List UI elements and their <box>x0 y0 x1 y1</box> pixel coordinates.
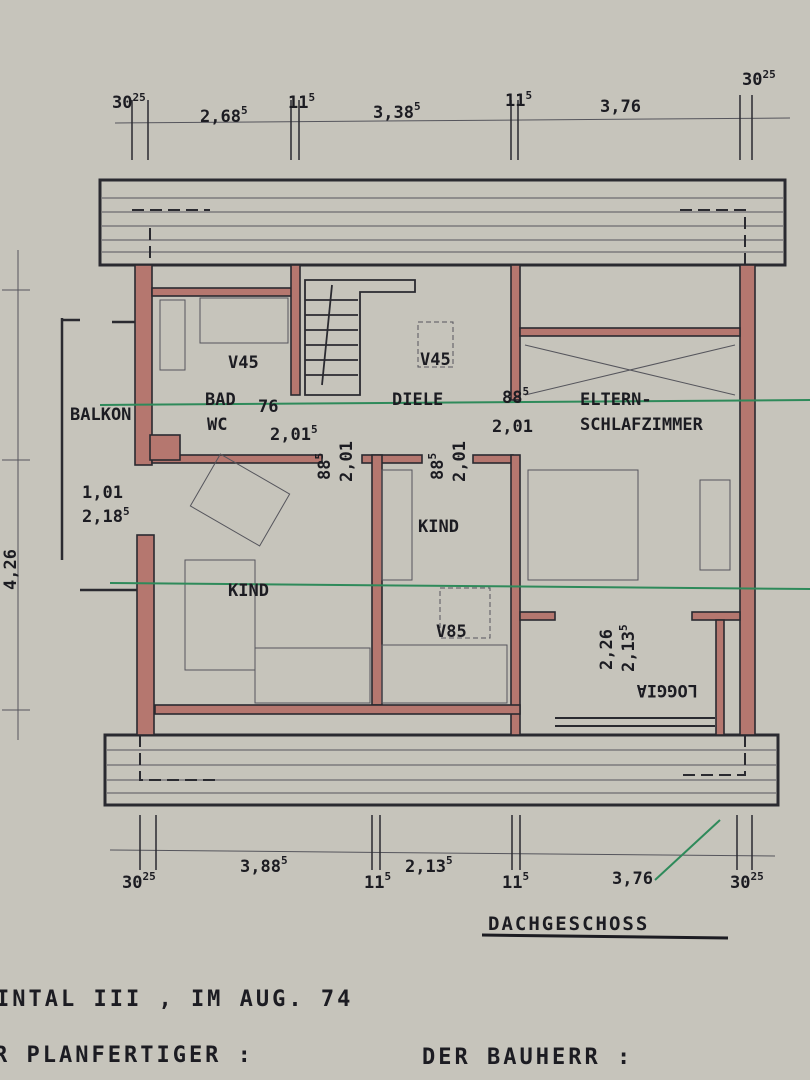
kind2-door-width: 885 <box>426 453 448 480</box>
room-labels: V45 BAD WC V45 DIELE ELTERN- SCHLAFZIMME… <box>70 350 704 700</box>
bad-door-width: 76 <box>258 397 278 417</box>
top-dimension-line <box>114 95 791 160</box>
room-loggia-label: LOGGIA <box>637 680 698 700</box>
plan-title: DACHGESCHOSS <box>488 913 649 935</box>
door-dimension-labels: 76 2,015 885 2,01 885 2,01 885 2,01 1,01… <box>82 385 639 672</box>
eltern-door-width: 885 <box>502 385 529 408</box>
dim-label: 3,385 <box>373 100 421 123</box>
dim-label: 115 <box>502 870 529 893</box>
dim-label: 2,685 <box>200 104 248 127</box>
top-dimension-labels: 3025 2,685 115 3,385 115 3,76 3025 <box>112 68 776 127</box>
dim-label: 2,135 <box>405 854 453 877</box>
planner-signature-label: R PLANFERTIGER : <box>0 1043 254 1068</box>
room-bad-label: BAD <box>205 390 236 410</box>
bottom-dimension-line <box>109 815 776 870</box>
kind1-door-width: 885 <box>313 453 335 480</box>
kind-window-label: V85 <box>436 622 467 642</box>
eltern-door-height: 2,01 <box>492 417 533 437</box>
furniture <box>159 297 736 727</box>
footer: INTAL III , IM AUG. 74 R PLANFERTIGER : … <box>0 987 633 1070</box>
room-schlafzimmer-label: SCHLAFZIMMER <box>580 415 704 435</box>
room-kind-2-label: KIND <box>418 517 459 537</box>
dim-label: 3,76 <box>612 869 653 889</box>
dim-label: 3,76 <box>600 97 641 117</box>
bad-door-height: 2,015 <box>270 423 318 445</box>
room-diele-label: DIELE <box>392 390 443 410</box>
bottom-dimension-labels: 3025 3,885 115 2,135 115 3,76 3025 <box>122 854 764 893</box>
loggia-door-width: 2,26 <box>597 629 617 670</box>
bad-window-label: V45 <box>228 353 259 373</box>
roof-overhang-bottom <box>103 733 780 807</box>
diele-window-label: V45 <box>420 350 451 370</box>
loggia-door-height: 2,135 <box>617 624 639 672</box>
dim-label: 3025 <box>730 870 764 893</box>
room-wc-label: WC <box>207 415 227 435</box>
balkon-label: BALKON <box>70 405 131 425</box>
kind1-door-height: 2,01 <box>337 441 357 482</box>
roof-overhang-top <box>98 178 787 267</box>
dim-label: 115 <box>288 91 315 113</box>
title-underline <box>481 933 729 940</box>
dim-label: 3025 <box>742 68 776 90</box>
kind2-door-height: 2,01 <box>450 441 470 482</box>
balkon-door-height: 2,185 <box>82 505 130 527</box>
section-axis-lines <box>99 399 810 881</box>
left-dimension-label: 4,26 <box>1 549 21 590</box>
walls <box>134 264 756 736</box>
room-eltern-label: ELTERN- <box>580 390 652 410</box>
stairs <box>304 279 416 396</box>
balcony-railing <box>60 318 137 592</box>
dim-label: 115 <box>505 89 532 111</box>
dim-label: 3,885 <box>240 854 288 877</box>
left-dimension-line <box>2 250 30 740</box>
balkon-door-width: 1,01 <box>82 483 123 503</box>
dim-label: 3025 <box>112 91 146 113</box>
owner-signature-label: DER BAUHERR : <box>422 1045 633 1070</box>
room-kind-1-label: KIND <box>228 581 269 601</box>
dim-label: 115 <box>364 870 391 893</box>
place-date: INTAL III , IM AUG. 74 <box>0 987 353 1012</box>
dim-label: 3025 <box>122 870 156 893</box>
